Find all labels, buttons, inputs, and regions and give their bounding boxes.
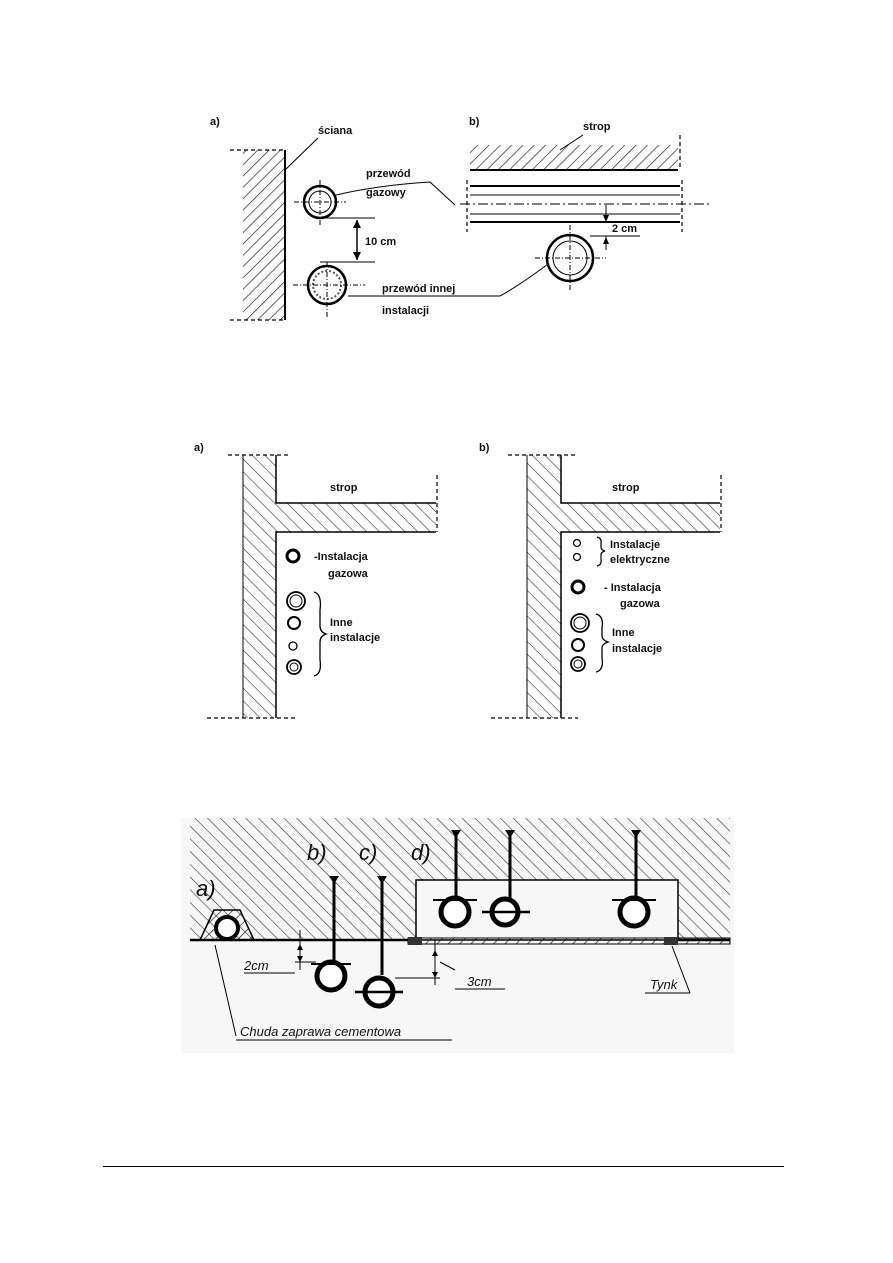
fig2a-gas-label-2: gazowa <box>328 568 369 580</box>
fig2b-gas-label-2: gazowa <box>620 598 661 610</box>
fig2b-elec-2 <box>572 552 582 562</box>
fig2b-other-label-1: Inne <box>612 627 635 639</box>
fig2a-pipe-4 <box>286 659 302 675</box>
fig2b-brace <box>595 613 611 673</box>
fig2b-gas-pipe <box>570 579 586 595</box>
fig1-panel-b-label: b) <box>469 116 480 128</box>
fig2b-pipe-1 <box>570 613 590 633</box>
fig1-ceiling-label: strop <box>583 121 611 133</box>
fig2a-gas-label-1: -Instalacja <box>314 551 369 563</box>
fig1-gas-label-1: przewód <box>366 168 411 180</box>
fig2-panel-a-label: a) <box>194 442 204 454</box>
fig3-ceiling-hatch <box>190 818 730 940</box>
fig1-other-label-2: instalacji <box>382 305 429 317</box>
fig2b-wall <box>527 455 720 718</box>
fig3-plaster-label: Tynk <box>650 977 679 992</box>
fig2b-gas-label-1: - Instalacja <box>604 582 662 594</box>
fig2a-other-label-1: Inne <box>330 617 353 629</box>
fig3-dist-2cm: 2cm <box>243 958 269 973</box>
fig2b-elec-1 <box>572 538 582 548</box>
fig2-panel-b-label: b) <box>479 442 490 454</box>
fig3-pipe-d1 <box>433 830 477 929</box>
fig1-distance-2: 2 cm <box>612 223 637 235</box>
fig3-label-c: c) <box>359 840 377 865</box>
figure-1: a) ściana przewód gazowy 10 cm <box>210 116 710 321</box>
fig2b-elec-label-1: Instalacje <box>610 539 660 551</box>
footer-rule <box>103 1166 784 1167</box>
fig2b-pipe-2 <box>571 638 585 652</box>
fig3-pipe-d2 <box>482 830 530 928</box>
fig2a-pipe-1 <box>286 591 306 611</box>
fig1-panel-a-label: a) <box>210 116 220 128</box>
fig2b-elec-label-2: elektryczne <box>610 554 670 566</box>
fig2a-gas-pipe <box>285 548 301 564</box>
fig1-gas-label-2: gazowy <box>366 187 407 199</box>
fig2a-other-label-2: instalacje <box>330 632 380 644</box>
fig2b-pipe-3 <box>570 656 586 672</box>
fig3-label-b: b) <box>307 840 327 865</box>
fig1-other-pipe <box>293 262 365 318</box>
fig2a-pipe-3 <box>288 641 298 651</box>
fig3-dist-3cm: 3cm <box>467 974 492 989</box>
figure-2: a) strop -Instalacja gazowa Inne instala… <box>194 442 722 719</box>
fig2b-other-label-2: instalacje <box>612 643 662 655</box>
fig3-pipe-b <box>314 959 348 993</box>
figure-3: a) b) 2cm c) 3cm d) <box>181 818 734 1053</box>
fig3-mortar-label: Chuda zaprawa cementowa <box>240 1024 401 1039</box>
fig3-label-d: d) <box>411 840 431 865</box>
fig1-wall-label: ściana <box>318 125 353 137</box>
fig2a-brace <box>313 591 329 677</box>
fig2a-wall <box>243 455 436 718</box>
fig1-other-pipe-b <box>535 225 606 292</box>
fig2b-ceiling-label: strop <box>612 482 640 494</box>
fig2a-pipe-2 <box>287 616 301 630</box>
fig2a-ceiling-label: strop <box>330 482 358 494</box>
fig1-other-label-1: przewód innej <box>382 283 455 295</box>
fig1-wall-hatch <box>243 150 285 320</box>
fig3-plaster-strip <box>407 937 731 945</box>
fig3-pipe-a <box>214 915 240 941</box>
fig1-distance-10: 10 cm <box>365 236 396 248</box>
fig3-pipe-d3 <box>612 830 656 929</box>
fig3-label-a: a) <box>196 876 216 901</box>
fig1-ceiling-hatch <box>470 145 678 170</box>
